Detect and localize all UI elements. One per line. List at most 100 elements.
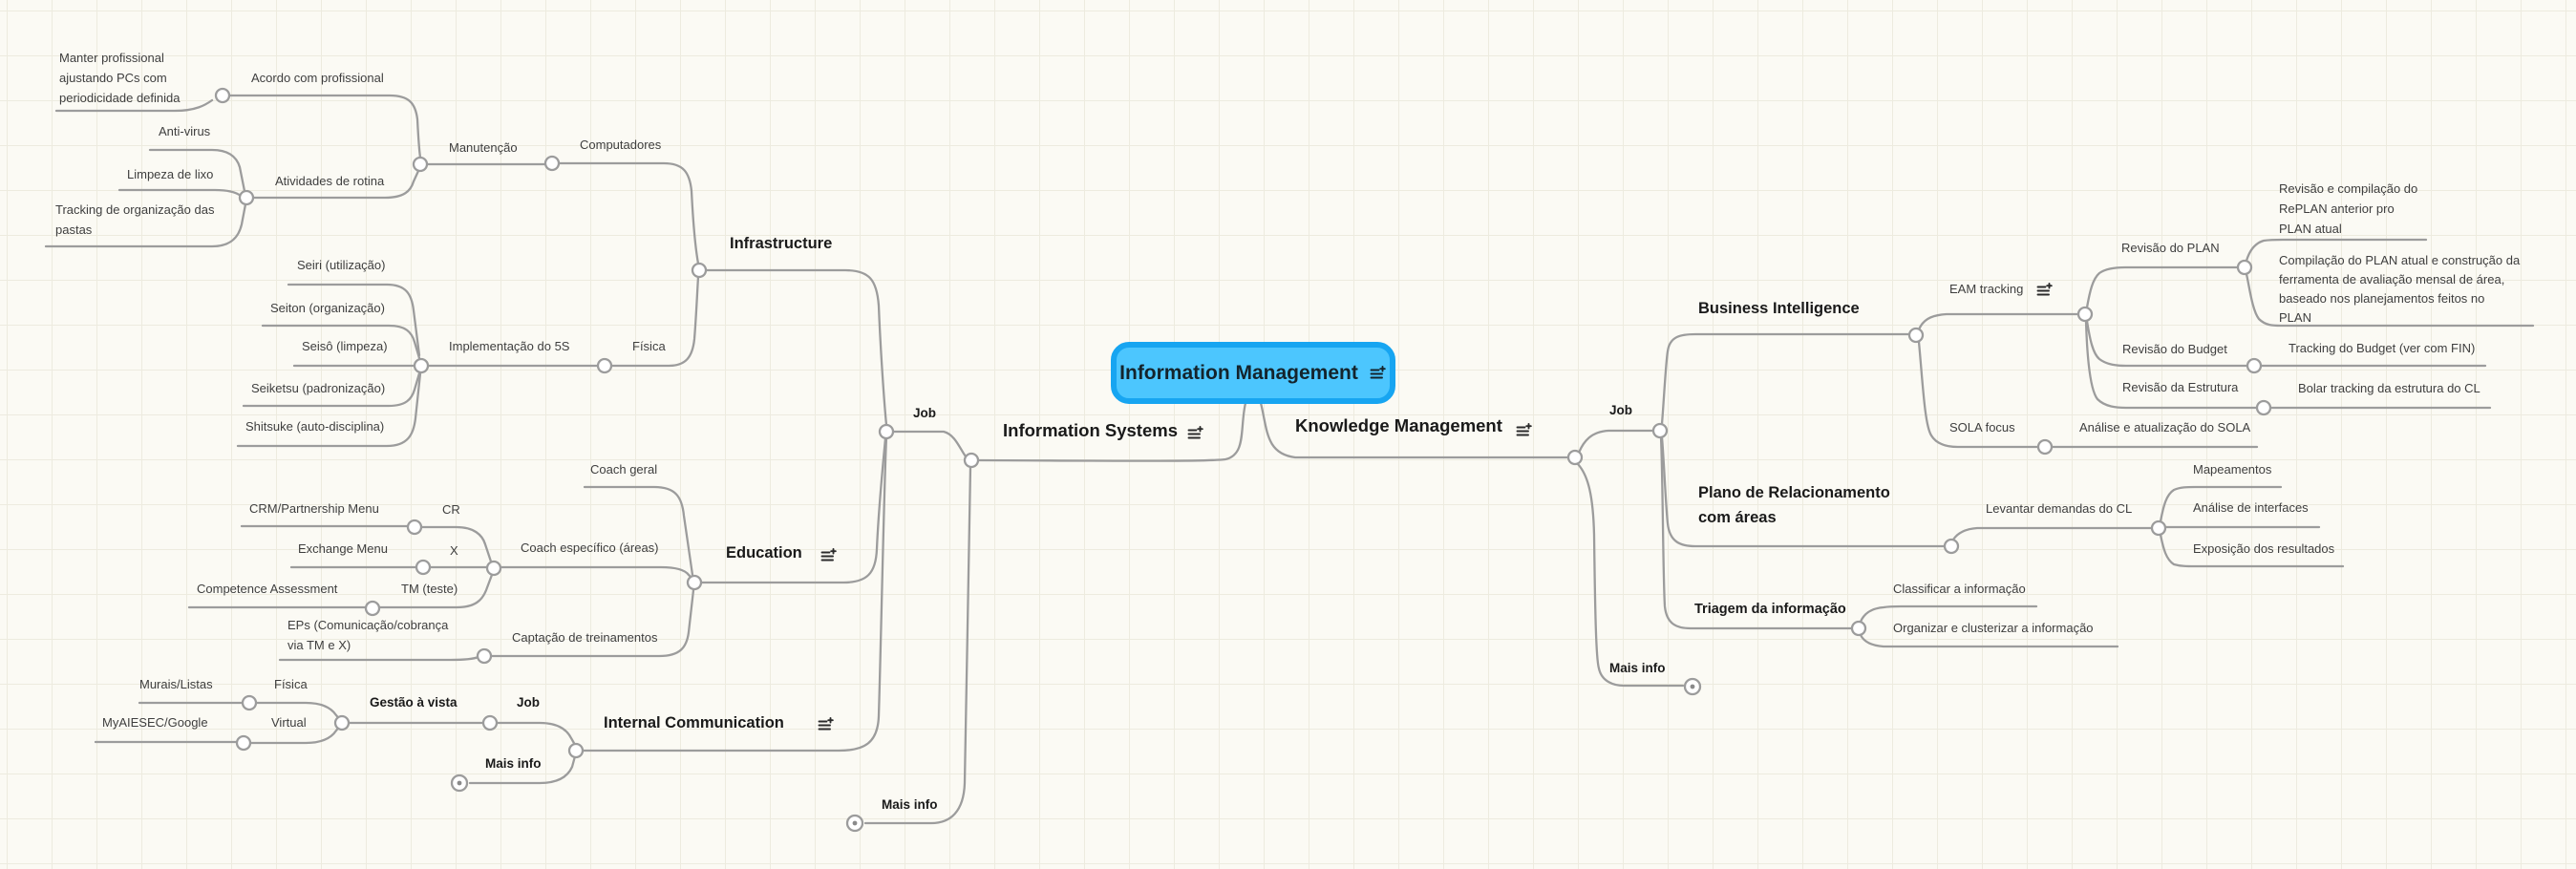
node-murais[interactable]: Murais/Listas xyxy=(139,677,213,691)
node-tm-teste[interactable]: TM (teste) xyxy=(401,582,458,596)
connector xyxy=(976,401,1247,462)
node-virtual[interactable]: Virtual xyxy=(271,715,307,730)
node-fisica-infra[interactable]: Física xyxy=(632,339,666,353)
node-mais-info-is[interactable]: Mais info xyxy=(882,797,938,812)
node-myaiesec[interactable]: MyAIESEC/Google xyxy=(102,715,208,730)
connector xyxy=(54,98,214,113)
node-eam-tracking[interactable]: EAM tracking xyxy=(1949,282,2024,296)
notes-icon[interactable] xyxy=(818,717,835,732)
notes-icon[interactable] xyxy=(1187,426,1204,441)
junction-dot xyxy=(235,734,252,752)
node-implementacao-5s[interactable]: Implementação do 5S xyxy=(449,339,570,353)
node-revisao-budget[interactable]: Revisão do Budget xyxy=(2122,342,2227,356)
node-job-ic[interactable]: Job xyxy=(517,695,541,710)
connector xyxy=(1576,462,1685,688)
connector xyxy=(1577,429,1655,455)
node-triagem[interactable]: Triagem da informação xyxy=(1694,602,1846,617)
junction-dot xyxy=(412,156,429,173)
node-revisao-compilacao[interactable]: Revisão e compilação do RePLAN anterior … xyxy=(2279,181,2418,236)
connector xyxy=(254,701,342,722)
node-seiketsu[interactable]: Seiketsu (padronização) xyxy=(251,381,386,395)
node-exchange-menu[interactable]: Exchange Menu xyxy=(298,541,388,556)
connectors xyxy=(44,94,2535,825)
node-classificar[interactable]: Classificar a informação xyxy=(1893,582,2026,596)
node-crm-menu[interactable]: CRM/Partnership Menu xyxy=(249,501,379,516)
node-analise-interfaces[interactable]: Análise de interfaces xyxy=(2193,500,2309,515)
connector xyxy=(582,436,888,752)
node-seiso[interactable]: Seisô (limpeza) xyxy=(302,339,388,353)
link-icon[interactable] xyxy=(449,773,470,794)
connector xyxy=(700,436,887,584)
node-x[interactable]: X xyxy=(450,543,458,558)
connector xyxy=(705,268,888,427)
junction-dot xyxy=(878,423,895,440)
node-job-km[interactable]: Job xyxy=(1609,403,1633,417)
node-information-systems[interactable]: Information Systems xyxy=(1003,420,1178,440)
node-tracking-pastas[interactable]: Tracking de organização das pastas xyxy=(55,202,215,237)
node-fisica-gestao[interactable]: Física xyxy=(274,677,308,691)
notes-icon[interactable] xyxy=(2036,283,2054,298)
node-atividades[interactable]: Atividades de rotina xyxy=(275,174,385,188)
connector xyxy=(1859,604,2038,624)
connector xyxy=(499,565,694,581)
node-competence[interactable]: Competence Assessment xyxy=(197,582,338,596)
node-computadores[interactable]: Computadores xyxy=(580,138,662,152)
node-business-intelligence[interactable]: Business Intelligence xyxy=(1698,300,1860,317)
node-job-is[interactable]: Job xyxy=(913,406,937,420)
connector xyxy=(251,169,420,200)
node-revisao-estrutura[interactable]: Revisão da Estrutura xyxy=(2122,380,2239,394)
node-seiri[interactable]: Seiri (utilização) xyxy=(297,258,386,272)
connector xyxy=(1259,401,1570,459)
node-compilacao-plan[interactable]: Compilação do PLAN atual e construção da… xyxy=(2279,253,2521,325)
node-infrastructure[interactable]: Infrastructure xyxy=(730,235,833,252)
node-analise-sola[interactable]: Análise e atualização do SOLA xyxy=(2079,420,2251,434)
root-node[interactable]: Information Management xyxy=(1111,342,1395,404)
junction-dot xyxy=(1850,620,1867,637)
junction-dot xyxy=(241,694,258,711)
node-internal-communication[interactable]: Internal Communication xyxy=(604,714,784,731)
link-icon[interactable] xyxy=(844,813,865,834)
connector xyxy=(495,721,577,747)
node-levantar-demandas[interactable]: Levantar demandas do CL xyxy=(1986,501,2133,516)
connector xyxy=(1859,633,2119,648)
node-coach-geral[interactable]: Coach geral xyxy=(590,462,658,477)
node-plano-relacionamento[interactable]: Plano de Relacionamento com áreas xyxy=(1698,484,1890,526)
node-bolar-tracking[interactable]: Bolar tracking da estrutura do CL xyxy=(2298,381,2480,395)
node-knowledge-management[interactable]: Knowledge Management xyxy=(1295,415,1502,435)
node-captacao[interactable]: Captação de treinamentos xyxy=(512,630,658,645)
node-revisao-plan[interactable]: Revisão do PLAN xyxy=(2121,241,2220,255)
node-education[interactable]: Education xyxy=(726,544,802,562)
node-coach-especifico[interactable]: Coach específico (áreas) xyxy=(521,540,659,555)
node-gestao-vista[interactable]: Gestão à vista xyxy=(370,695,458,710)
node-anti-virus[interactable]: Anti-virus xyxy=(159,124,211,138)
node-seiton[interactable]: Seiton (organização) xyxy=(270,301,385,315)
node-organizar[interactable]: Organizar e clusterizar a informação xyxy=(1893,621,2094,635)
node-mais-info-ic[interactable]: Mais info xyxy=(485,756,542,771)
notes-icon[interactable] xyxy=(820,548,838,563)
node-mais-info-km[interactable]: Mais info xyxy=(1609,661,1666,675)
junction-dot xyxy=(691,262,708,279)
junction-dot xyxy=(485,560,502,577)
node-eps[interactable]: EPs (Comunicação/cobrança via TM e X) xyxy=(287,618,449,652)
connector xyxy=(468,754,577,785)
notes-icon[interactable] xyxy=(1370,365,1387,381)
node-cr[interactable]: CR xyxy=(442,502,460,517)
junction-dot xyxy=(567,742,585,759)
node-exposicao[interactable]: Exposição dos resultados xyxy=(2193,541,2335,556)
connector xyxy=(583,485,694,577)
node-sola-focus[interactable]: SOLA focus xyxy=(1949,420,2015,434)
node-acordo[interactable]: Acordo com profissional xyxy=(251,71,384,85)
connector xyxy=(117,188,243,198)
connector xyxy=(1660,332,1911,426)
node-shitsuke[interactable]: Shitsuke (auto-disciplina) xyxy=(245,419,385,434)
node-tracking-budget[interactable]: Tracking do Budget (ver com FIN) xyxy=(2289,341,2476,355)
notes-icon[interactable] xyxy=(1516,423,1533,438)
connector xyxy=(278,655,480,662)
node-manter[interactable]: Manter profissional ajustando PCs com pe… xyxy=(59,51,181,105)
connector xyxy=(261,324,421,360)
link-icon[interactable] xyxy=(1682,676,1703,697)
node-mapeamentos[interactable]: Mapeamentos xyxy=(2193,462,2272,477)
node-limpeza[interactable]: Limpeza de lixo xyxy=(127,167,214,181)
node-manutencao[interactable]: Manutenção xyxy=(449,140,518,155)
